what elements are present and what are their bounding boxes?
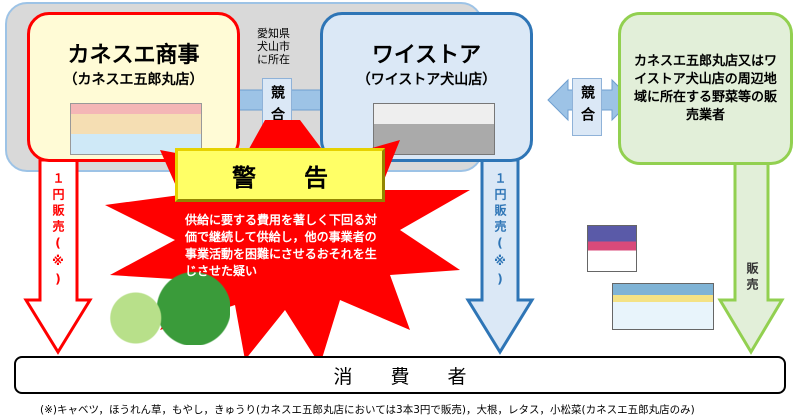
arrow-label-middle: １円販売(※) [493, 172, 507, 290]
supermarket-illustration [70, 103, 202, 155]
waistore-title: ワイストア [371, 43, 482, 68]
arrow-label-left: １円販売(※) [51, 172, 65, 290]
compete-label-2: 競合 [572, 78, 602, 136]
vendors-box: カネスエ五郎丸店又はワイストア犬山店の周辺地域に所在する野菜等の販売業者 [618, 12, 793, 165]
arrow-label-right: 販売 [745, 262, 759, 294]
consumer-label: 消 費 者 [333, 365, 467, 388]
vendors-text: カネスエ五郎丸店又はワイストア犬山店の周辺地域に所在する野菜等の販売業者 [633, 53, 777, 123]
warning-title: 警 告 [232, 163, 328, 192]
kanesue-box: カネスエ商事 （カネスエ五郎丸店） [27, 12, 240, 162]
footnote: (※)キャベツ，ほうれん草，もやし，きゅうり(カネスエ五郎丸店においては3本3円… [40, 404, 695, 416]
kanesue-subtitle: （カネスエ五郎丸店） [63, 72, 204, 88]
consumer-box: 消 費 者 [14, 356, 786, 394]
shop-illustration-1 [587, 225, 637, 272]
location-note: 愛知県 犬山市 に所在 [257, 27, 290, 66]
kanesue-title: カネスエ商事 [67, 43, 200, 68]
warning-text: 供給に要する費用を著しく下回る対価で継続して供給し，他の事業者の事業活動を困難に… [185, 213, 378, 278]
sales-arrow-red [23, 158, 93, 355]
waistore-subtitle: （ワイストア犬山店） [356, 72, 497, 88]
warning-title-box: 警 告 [175, 148, 385, 202]
shop-illustration-2 [612, 283, 714, 330]
waistore-box: ワイストア （ワイストア犬山店） [320, 12, 533, 162]
sales-arrow-green [717, 158, 785, 355]
sales-arrow-blue [465, 158, 535, 355]
vegetables-illustration [85, 255, 230, 345]
